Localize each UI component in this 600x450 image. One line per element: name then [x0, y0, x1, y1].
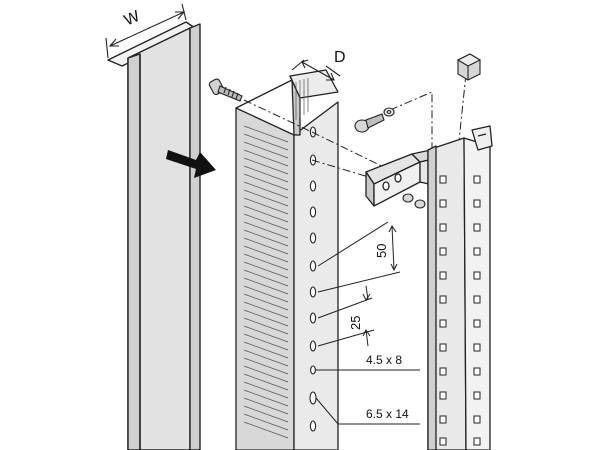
middle-profile	[235, 69, 339, 450]
hole-large-label: 6.5 x 14	[366, 407, 409, 421]
width-label: W	[122, 8, 144, 30]
washer-icon	[402, 193, 426, 209]
width-dimension	[105, 3, 187, 59]
depth-dimension	[291, 59, 341, 81]
hole-callout-lines	[315, 369, 420, 425]
left-profile	[107, 21, 201, 450]
screw-icon	[208, 78, 243, 102]
pitch-50-label: 50	[374, 244, 389, 258]
arrow-icon	[166, 150, 216, 178]
right-profile	[427, 125, 493, 450]
square-hole-column	[439, 175, 481, 446]
washer-icon	[383, 107, 395, 117]
pitch-25-dimension	[317, 285, 375, 347]
pitch-25-label: 25	[348, 316, 363, 330]
pitch-50-dimension	[317, 221, 401, 293]
hole-column	[309, 126, 317, 432]
flange-ribs	[295, 78, 309, 120]
side-panel-ribs	[243, 125, 289, 439]
hole-small-label: 4.5 x 8	[366, 353, 402, 367]
cage-nut-icon	[456, 53, 482, 81]
screw-icon	[354, 113, 385, 133]
depth-label: D	[334, 49, 346, 66]
